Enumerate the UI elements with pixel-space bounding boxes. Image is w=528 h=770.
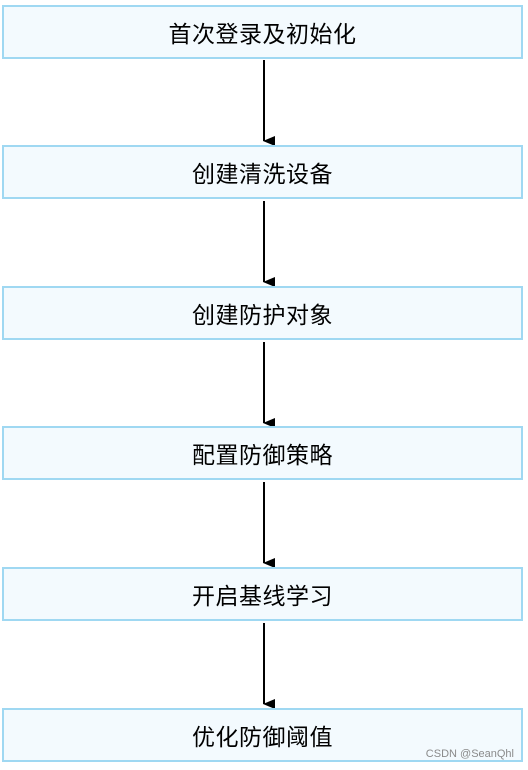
step-start-baseline-learning: 开启基线学习 — [2, 567, 523, 621]
step-label: 配置防御策略 — [192, 443, 333, 469]
step-label: 首次登录及初始化 — [168, 22, 357, 48]
step-create-protected-object: 创建防护对象 — [2, 286, 523, 340]
watermark: CSDN @SeanQhl — [425, 748, 514, 760]
step-label: 创建防护对象 — [192, 303, 333, 329]
step-initial-login: 首次登录及初始化 — [2, 5, 523, 59]
step-label: 开启基线学习 — [192, 584, 333, 610]
step-configure-defense-policy: 配置防御策略 — [2, 426, 523, 480]
step-create-cleaning-device: 创建清洗设备 — [2, 145, 523, 199]
step-label: 创建清洗设备 — [192, 162, 333, 188]
step-optimize-defense-threshold: 优化防御阈值 — [2, 708, 523, 762]
step-label: 优化防御阈值 — [192, 725, 333, 751]
